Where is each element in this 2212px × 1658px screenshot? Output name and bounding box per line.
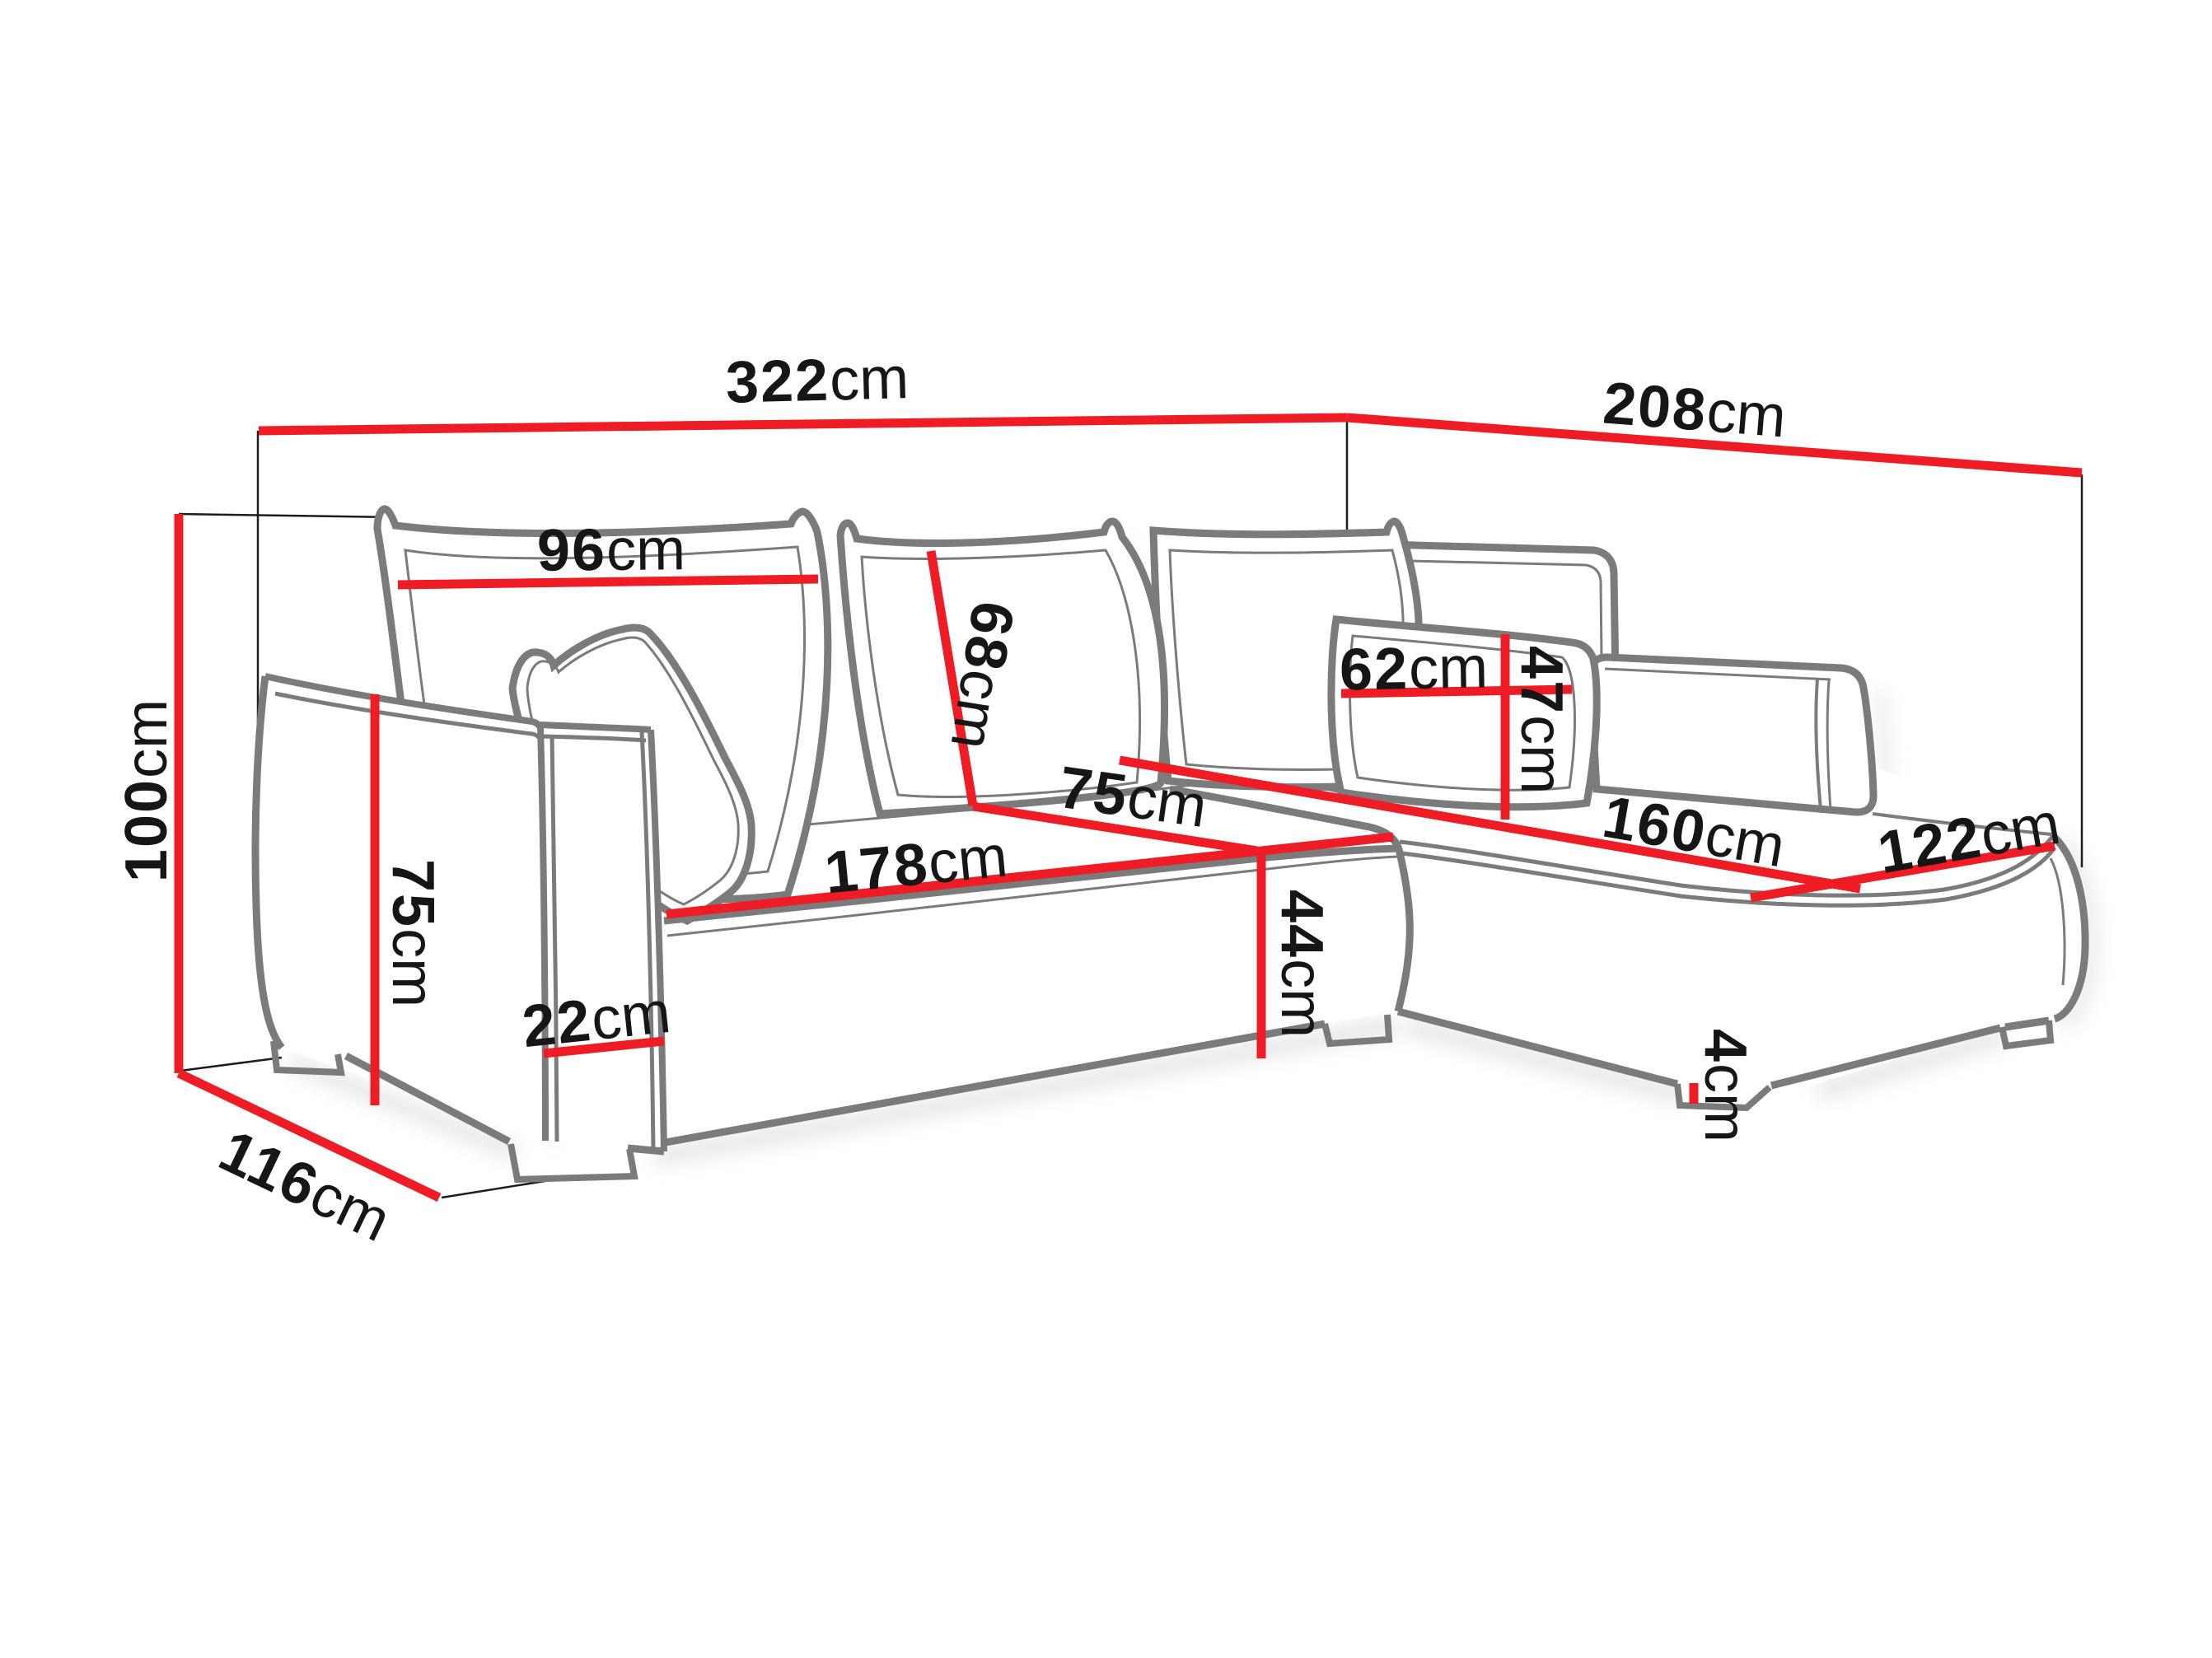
svg-text:68cm: 68cm <box>938 597 1026 754</box>
svg-text:322cm: 322cm <box>725 345 910 416</box>
svg-text:44cm: 44cm <box>1269 890 1335 1038</box>
svg-text:22cm: 22cm <box>519 979 673 1060</box>
svg-text:208cm: 208cm <box>1601 370 1789 450</box>
svg-text:160cm: 160cm <box>1598 784 1790 880</box>
svg-text:4cm: 4cm <box>1692 1029 1758 1142</box>
svg-text:100cm: 100cm <box>114 699 180 882</box>
svg-text:122cm: 122cm <box>1873 791 2065 887</box>
svg-text:178cm: 178cm <box>822 824 1011 907</box>
svg-text:47cm: 47cm <box>1508 646 1574 794</box>
svg-text:75cm: 75cm <box>380 859 446 1007</box>
svg-text:62cm: 62cm <box>1339 634 1488 703</box>
svg-text:96cm: 96cm <box>537 516 686 584</box>
svg-text:75cm: 75cm <box>1055 754 1210 840</box>
